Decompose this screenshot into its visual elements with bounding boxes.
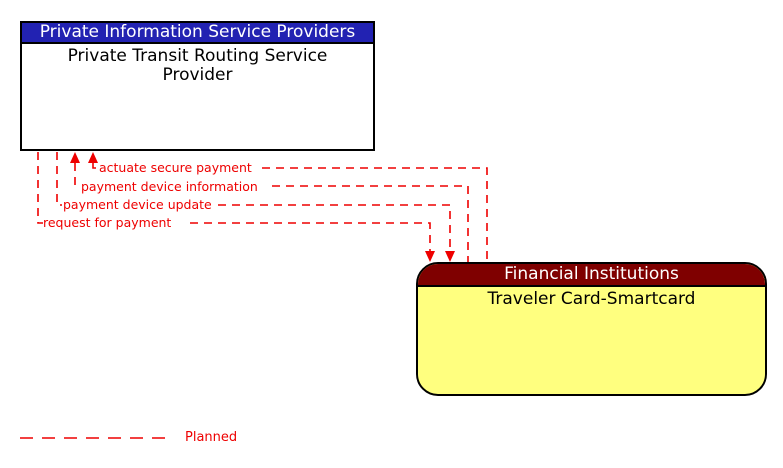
flow-line-payment-device-update-elbow	[56, 152, 62, 206]
entity-box-private-information-service-providers[interactable]: Private Information Service Providers Pr…	[20, 21, 375, 151]
flow-label-payment-device-update[interactable]: payment device update	[63, 197, 212, 212]
entity-header-title: Financial Institutions	[418, 264, 765, 287]
arrowhead-down-payment-device-update	[445, 251, 455, 262]
flow-label-payment-device-information[interactable]: payment device information	[81, 179, 258, 194]
flow-label-request-for-payment[interactable]: request for payment	[43, 215, 172, 230]
flow-line-actuate-secure-payment-elbow	[92, 163, 98, 169]
flow-label-actuate-secure-payment[interactable]: actuate secure payment	[99, 160, 252, 175]
legend-label-planned: Planned	[185, 430, 238, 445]
flow-line-payment-device-information	[272, 185, 469, 262]
arrowhead-up-actuate-secure-payment	[88, 152, 98, 163]
arrowhead-up-payment-device-information	[70, 152, 80, 163]
entity-box-financial-institutions[interactable]: Financial Institutions Traveler Card-Sma…	[416, 262, 767, 396]
entity-body-label: Traveler Card-Smartcard	[487, 289, 696, 309]
flow-line-request-for-payment	[190, 222, 431, 251]
entity-header-title: Private Information Service Providers	[22, 23, 373, 44]
flow-line-actuate-secure-payment	[262, 167, 488, 262]
arrowhead-down-request-for-payment	[425, 251, 435, 262]
entity-body-label: Private Transit Routing Service Provider	[67, 46, 328, 85]
flow-line-request-for-payment-elbow	[37, 152, 43, 224]
flow-line-payment-device-update	[218, 204, 451, 251]
flow-line-payment-device-information-elbow	[74, 163, 80, 187]
